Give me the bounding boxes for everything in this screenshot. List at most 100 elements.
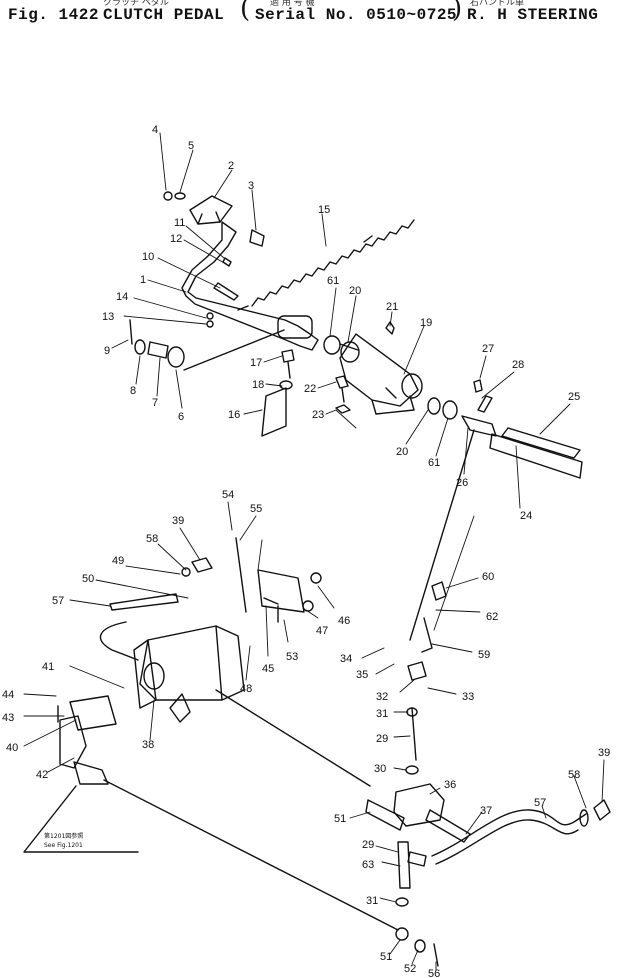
open-paren: ( — [240, 0, 251, 24]
mount-bolt-drawing — [335, 375, 351, 414]
serial-range: Serial No. 0510~0725 — [255, 6, 458, 24]
steering-jp: 右ハンドル車 — [470, 0, 525, 8]
part-label-36: 36 — [444, 779, 456, 791]
part-label-51b: 51 — [380, 951, 392, 963]
part-label-60: 60 — [482, 571, 494, 583]
part-label-38: 38 — [142, 739, 154, 751]
note-line-jp: 第1201図参照 — [44, 832, 83, 840]
part-label-2: 2 — [228, 160, 234, 172]
part-label-51a: 51 — [334, 813, 346, 825]
part-label-24: 24 — [520, 510, 532, 522]
part-label-15: 15 — [318, 204, 330, 216]
part-label-57b: 57 — [534, 797, 546, 809]
cylinder-bracket-drawing — [235, 537, 322, 623]
part-label-18: 18 — [252, 379, 264, 391]
part-label-40: 40 — [6, 742, 18, 754]
part-label-7: 7 — [152, 397, 158, 409]
part-label-31b: 31 — [366, 895, 378, 907]
cylinder-loop-line — [99, 621, 139, 661]
part-label-4: 4 — [152, 124, 158, 136]
close-paren: ) — [452, 0, 463, 24]
part-label-43: 43 — [2, 712, 14, 724]
part-label-22: 22 — [304, 383, 316, 395]
part-label-39b: 39 — [598, 747, 610, 759]
note-line-en: See Fig.1201 — [44, 842, 83, 849]
part-label-29b: 29 — [362, 839, 374, 851]
part-label-23: 23 — [312, 409, 324, 421]
part-label-46: 46 — [338, 615, 350, 627]
cross-reference-note: 第1201図参照 See Fig.1201 — [44, 832, 83, 849]
lower-fittings-drawing — [395, 799, 611, 967]
hose-57-drawing — [431, 809, 587, 857]
pedal-pad-drawing — [189, 195, 233, 225]
part-label-14: 14 — [116, 291, 128, 303]
part-label-61b: 61 — [428, 457, 440, 469]
part-label-28: 28 — [512, 359, 524, 371]
serial-jp: 適 用 号 機 — [270, 0, 315, 8]
part-label-3: 3 — [248, 180, 254, 192]
part-label-34: 34 — [340, 653, 352, 665]
pedal-hub-drawing — [277, 315, 313, 339]
lever-40-drawing — [57, 695, 117, 785]
leader-lines — [23, 132, 605, 971]
cylinder-38-drawing — [133, 625, 245, 723]
part-label-21: 21 — [386, 301, 398, 313]
part-label-59: 59 — [478, 649, 490, 661]
steering-label: R. H STEERING — [467, 6, 599, 24]
shaft-collars-drawing — [323, 335, 360, 363]
part-label-27: 27 — [482, 343, 494, 355]
part-label-31a: 31 — [376, 708, 388, 720]
part-label-13: 13 — [102, 311, 114, 323]
part-label-11: 11 — [174, 217, 185, 229]
part-label-55: 55 — [250, 503, 262, 515]
part-label-29a: 29 — [376, 733, 388, 745]
spring-15-drawing — [237, 219, 415, 311]
part-label-58b: 58 — [568, 769, 580, 781]
part-label-48: 48 — [240, 683, 252, 695]
note-bracket-drawing — [23, 785, 139, 853]
master-cylinder-36-drawing — [365, 783, 471, 843]
part-label-26: 26 — [456, 477, 468, 489]
part-label-37: 37 — [480, 805, 492, 817]
part-label-1: 1 — [140, 274, 146, 286]
clevis-drawing — [109, 557, 213, 611]
cylinder-rod-drawing — [215, 689, 371, 787]
part-label-62: 62 — [486, 611, 498, 623]
part-label-33: 33 — [462, 691, 474, 703]
pedal-pin-stack-drawing — [129, 319, 285, 371]
part-label-39a: 39 — [172, 515, 184, 527]
part-label-52: 52 — [404, 963, 416, 975]
part-label-30: 30 — [374, 763, 386, 775]
link-rod-drawing — [409, 429, 475, 641]
lever-rod-drawing — [103, 779, 399, 931]
part-label-17: 17 — [250, 357, 262, 369]
part-label-25: 25 — [568, 391, 580, 403]
stop-bolt-drawing — [261, 349, 295, 437]
part-label-9: 9 — [104, 345, 110, 357]
part-label-12: 12 — [170, 233, 182, 245]
part-label-50: 50 — [82, 573, 94, 585]
part-label-35: 35 — [356, 669, 368, 681]
part-label-32: 32 — [376, 691, 388, 703]
part-label-16: 16 — [228, 409, 240, 421]
part-label-53: 53 — [286, 651, 298, 663]
part-label-57a: 57 — [52, 595, 64, 607]
part-label-5: 5 — [188, 140, 194, 152]
figure-title-jp: クラッチ ペダル — [103, 0, 169, 8]
shaft-24-25-drawing — [427, 379, 583, 479]
part-label-45: 45 — [262, 663, 274, 675]
part-label-47: 47 — [316, 625, 328, 637]
part-label-54: 54 — [222, 489, 234, 501]
part-label-42: 42 — [36, 769, 48, 781]
part-label-49: 49 — [112, 555, 124, 567]
bracket-19-drawing — [339, 321, 423, 415]
part-label-19: 19 — [420, 317, 432, 329]
part-label-61a: 61 — [327, 275, 339, 287]
figure-title: CLUTCH PEDAL — [103, 6, 225, 24]
part-label-10: 10 — [142, 251, 154, 263]
part-label-56: 56 — [428, 968, 440, 978]
pedal-fasteners-drawing — [163, 191, 265, 328]
part-label-63: 63 — [362, 859, 374, 871]
